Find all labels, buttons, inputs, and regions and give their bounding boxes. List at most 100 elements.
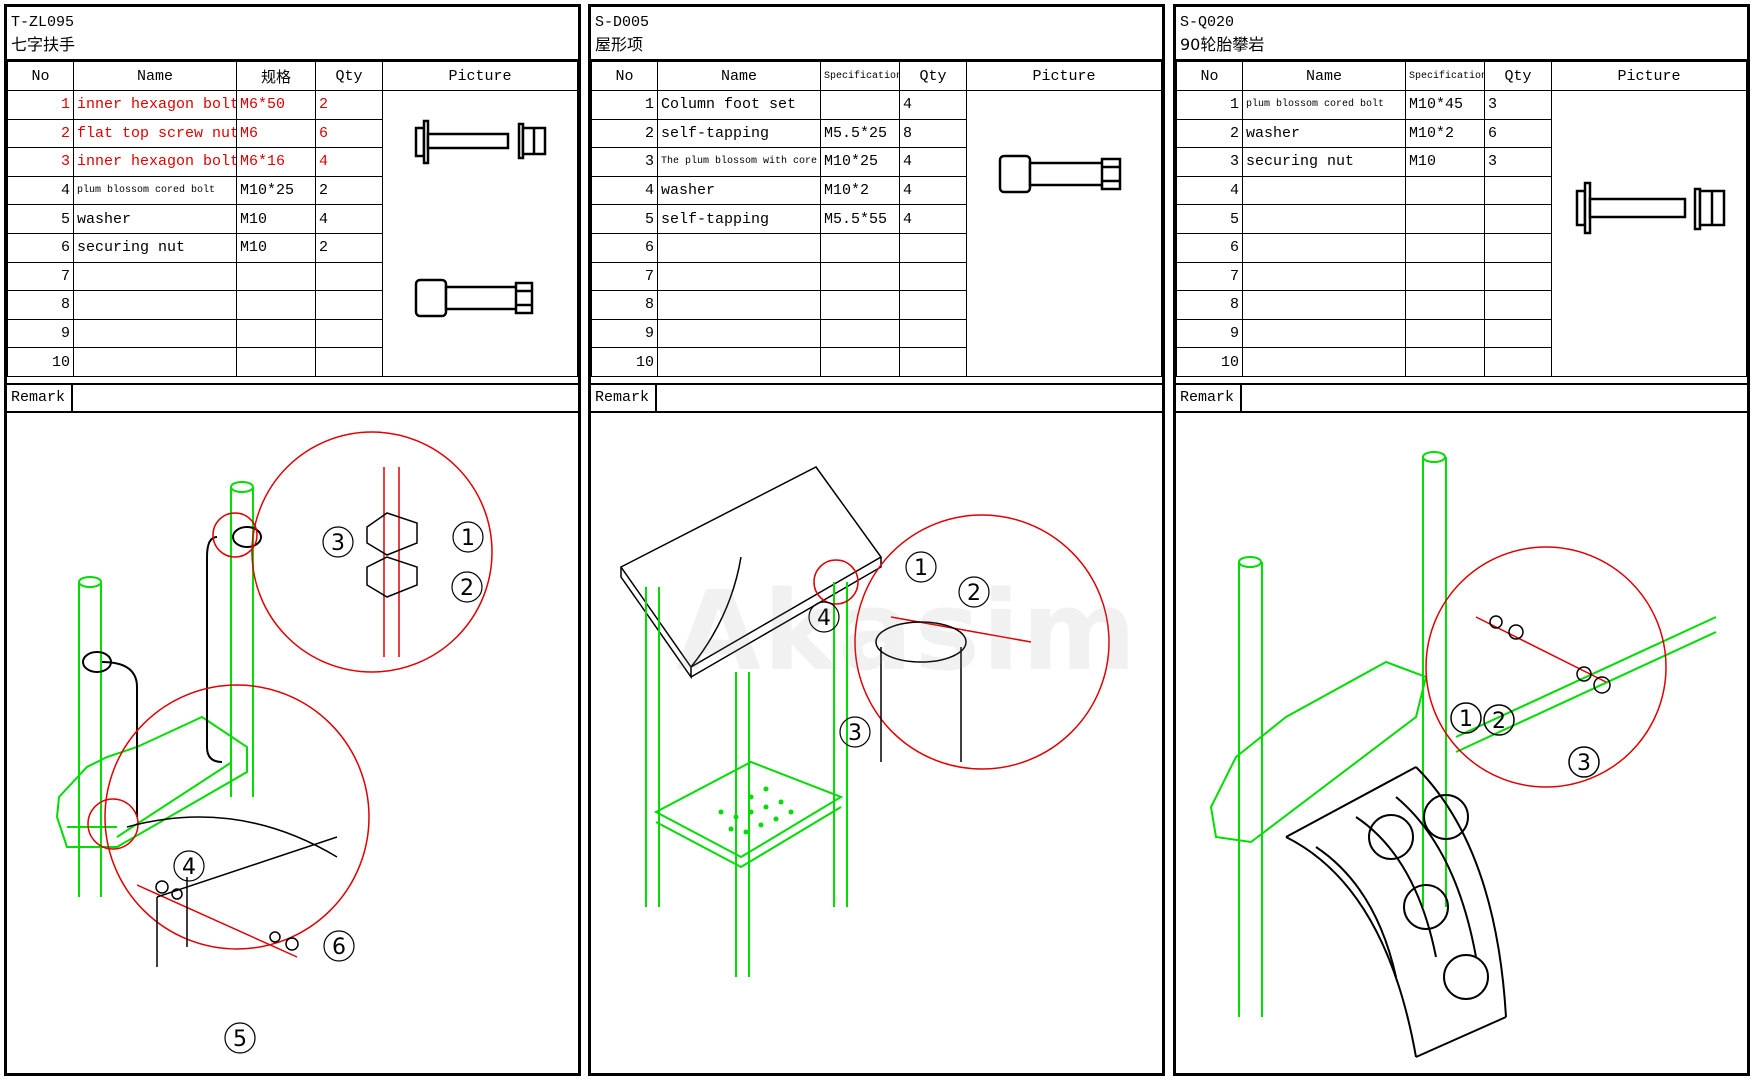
table-row: 3 The plum blossom with core M10*25 4 (591, 147, 1162, 177)
divider (7, 59, 578, 61)
row-no: 7 (591, 261, 658, 292)
row-name (1242, 318, 1406, 349)
header-spec: Specification (820, 61, 900, 91)
detail-marker (87, 798, 139, 850)
table-row: 7 (7, 261, 578, 292)
row-no: 6 (1176, 232, 1243, 263)
part-code: S-D005 (595, 14, 650, 31)
sheet-t-zl095: T-ZL095 七字扶手 No Name 规格 Qty Picture 1 in… (4, 4, 581, 1076)
row-no: 4 (7, 175, 74, 206)
detail-circle-top (251, 431, 493, 673)
row-name: plum blossom cored bolt (73, 175, 237, 206)
callout-1: 1 (1459, 707, 1473, 732)
callout-2: 2 (460, 576, 474, 601)
row-spec: M10 (236, 204, 316, 234)
row-spec (1405, 261, 1485, 292)
row-no: 1 (1176, 90, 1243, 120)
foot-set-detail (875, 621, 967, 663)
assembly-drawing: 1 2 3 4 5 6 (55, 431, 493, 1054)
handrail-right (206, 536, 223, 763)
row-qty (1484, 175, 1552, 206)
header-picture: Picture (382, 61, 578, 91)
remark-label: Remark (7, 385, 73, 411)
row-qty: 4 (315, 204, 383, 234)
row-spec: M5.5*55 (820, 204, 900, 234)
row-spec (1405, 204, 1485, 234)
row-name: securing nut (73, 232, 237, 263)
callout-2: 2 (1492, 709, 1506, 734)
row-name: inner hexagon bolt (73, 90, 237, 120)
row-spec: M6*50 (236, 90, 316, 120)
detail-marker (212, 512, 258, 558)
table-row: 7 (1176, 261, 1747, 292)
row-spec (1405, 290, 1485, 320)
row-name (1242, 290, 1406, 320)
detail-circle (1425, 546, 1667, 788)
fastener-illustration (998, 154, 1122, 194)
row-no: 4 (1176, 175, 1243, 206)
row-name: self-tapping (657, 118, 821, 149)
header-no: No (591, 61, 658, 91)
row-spec (236, 261, 316, 292)
row-no: 4 (591, 175, 658, 206)
row-no: 2 (7, 118, 74, 149)
tire-icon (1403, 884, 1449, 930)
green-post-right (1422, 457, 1447, 907)
row-qty: 6 (315, 118, 383, 149)
callout-4: 4 (817, 606, 831, 631)
row-name: inner hexagon bolt (73, 147, 237, 177)
row-spec: M10*2 (1405, 118, 1485, 149)
row-spec (820, 261, 900, 292)
row-no: 9 (591, 318, 658, 349)
row-no: 5 (7, 204, 74, 234)
callout-3: 3 (1577, 751, 1591, 776)
row-no: 5 (1176, 204, 1243, 234)
hex-bolt-head-icon (414, 278, 448, 318)
detail-circle-bottom (104, 684, 370, 950)
row-qty: 4 (899, 204, 967, 234)
picture-cell (966, 90, 1162, 377)
parts-table: No Name 规格 Qty Picture 1 inner hexagon b… (7, 61, 578, 377)
callout-1: 1 (461, 526, 475, 551)
callout-5: 5 (233, 1027, 247, 1052)
tire-icon (1443, 954, 1489, 1000)
sheet-s-q020: S-Q020 90轮胎攀岩 No Name Specification Qty … (1173, 4, 1750, 1076)
row-no: 8 (7, 290, 74, 320)
row-qty (1484, 347, 1552, 377)
bolt-detail-frame (126, 816, 338, 967)
table-row: 4 (1176, 175, 1747, 206)
row-spec: M10*45 (1405, 90, 1485, 120)
row-qty: 4 (899, 147, 967, 177)
row-qty: 4 (899, 90, 967, 120)
picture-cell (382, 90, 578, 377)
row-name (1242, 204, 1406, 234)
row-spec (236, 318, 316, 349)
green-post-left (78, 582, 102, 897)
row-spec (820, 90, 900, 120)
row-qty (1484, 290, 1552, 320)
row-spec (820, 347, 900, 377)
row-name (1242, 232, 1406, 263)
row-no: 10 (591, 347, 658, 377)
table-row: 7 (591, 261, 1162, 292)
row-spec (820, 290, 900, 320)
row-name (1242, 347, 1406, 377)
row-no: 10 (1176, 347, 1243, 377)
parts-table: No Name Specification Qty Picture 1 Colu… (591, 61, 1162, 377)
bolt-shank-icon (426, 132, 510, 150)
table-row: 6 (1176, 232, 1747, 263)
row-spec (1405, 318, 1485, 349)
row-qty (315, 261, 383, 292)
table-row: 10 (1176, 347, 1747, 377)
row-name: self-tapping (657, 204, 821, 234)
row-spec (1405, 175, 1485, 206)
row-qty (315, 347, 383, 377)
row-no: 3 (1176, 147, 1243, 177)
table-row: 8 (591, 290, 1162, 320)
row-name: securing nut (1242, 147, 1406, 177)
table-row: 9 (591, 318, 1162, 349)
row-no: 7 (1176, 261, 1243, 292)
tire-icon (1368, 814, 1414, 860)
header-qty: Qty (315, 61, 383, 91)
table-row: 10 (7, 347, 578, 377)
